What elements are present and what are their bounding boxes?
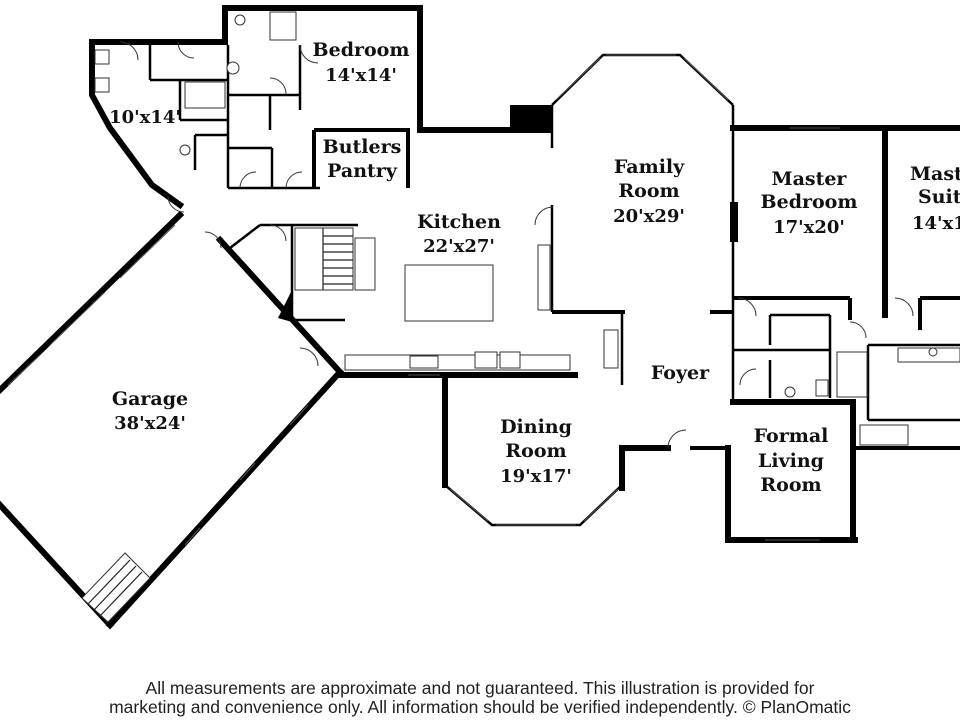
stairs-kitchen [322, 228, 353, 290]
kitchen-details [229, 223, 624, 385]
room-dims-bedroom: 14'x14' [325, 65, 397, 86]
room-name-dining-room-line1: Dining [500, 416, 572, 438]
room-name-garage: Garage [112, 388, 188, 410]
room-name-kitchen: Kitchen [417, 211, 501, 233]
room-name-formal-living-line3: Room [760, 474, 821, 496]
room-name-master-suite-line1: Maste [910, 163, 960, 185]
disclaimer: All measurements are approximate and not… [0, 679, 960, 717]
room-name-master-suite-line2: Suit [918, 186, 960, 208]
room-name-family-room-line1: Family [614, 156, 685, 178]
room-name-foyer: Foyer [651, 362, 710, 384]
room-dims-kitchen: 22'x27' [423, 236, 495, 257]
walls-formal-living [690, 399, 858, 543]
walls-north-center [417, 105, 554, 148]
disclaimer-line2: marketing and convenience only. All info… [109, 697, 851, 717]
room-dims-nw-room: 10'x14' [109, 107, 181, 128]
room-dims-master-suite: 14'x1 [912, 213, 960, 234]
walls-dining [337, 372, 671, 527]
room-name-master-bedroom-line2: Bedroom [761, 191, 858, 213]
room-name-family-room-line2: Room [618, 180, 679, 202]
walls-master [730, 125, 960, 450]
door-swings [119, 41, 914, 449]
floor-plan: Bedroom 14'x14' 10'x14' Butlers Pantry K… [0, 5, 960, 630]
room-name-bedroom: Bedroom [313, 39, 410, 61]
room-name-formal-living-line1: Formal [754, 425, 829, 447]
room-name-butlers-pantry-line1: Butlers [323, 136, 402, 158]
walls-garage [0, 210, 345, 630]
disclaimer-line1: All measurements are approximate and not… [145, 678, 815, 698]
room-dims-garage: 38'x24' [114, 413, 186, 434]
room-dims-master-bedroom: 17'x20' [773, 217, 845, 238]
room-dims-family-room: 20'x29' [613, 206, 685, 227]
room-labels: Bedroom 14'x14' 10'x14' Butlers Pantry K… [109, 39, 960, 496]
room-name-master-bedroom-line1: Master [772, 168, 848, 190]
chimney [510, 105, 552, 133]
room-name-dining-room-line2: Room [505, 440, 566, 462]
room-name-butlers-pantry-line2: Pantry [327, 160, 398, 182]
room-name-formal-living-line2: Living [758, 450, 824, 472]
bath-fixtures [94, 11, 938, 398]
room-dims-dining-room: 19'x17' [500, 466, 572, 487]
kitchen-island [404, 264, 494, 322]
garage-steps [81, 552, 151, 623]
